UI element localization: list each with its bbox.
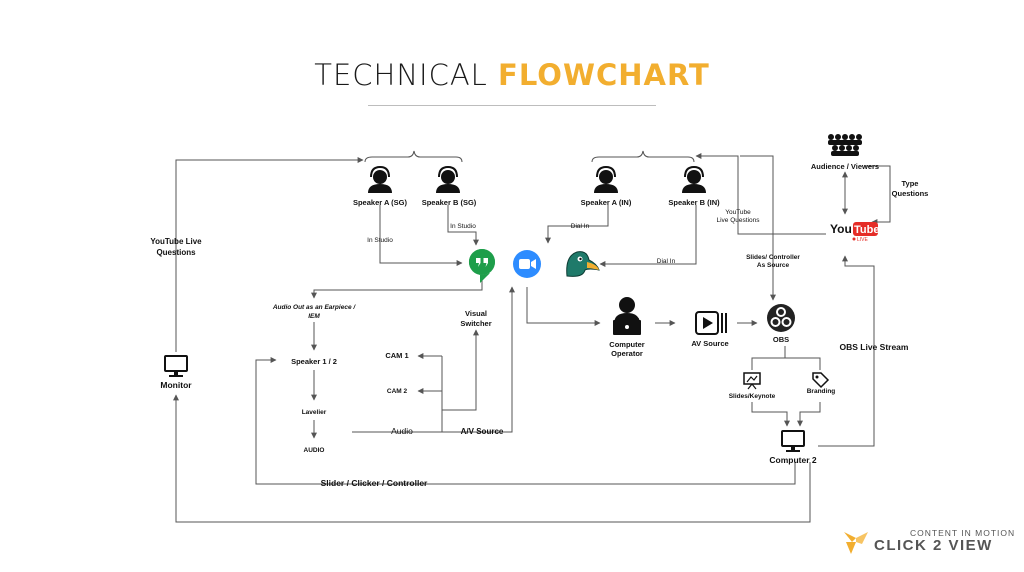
dial-in-b-label: Dial In <box>657 258 676 265</box>
line-type-questions <box>864 165 891 225</box>
line-speaker-a-sg-in-studio <box>379 205 463 266</box>
brace-remote-speakers <box>591 150 695 163</box>
computer-operator-label-1: Computer <box>609 340 644 349</box>
youtube-live-questions-left-2: Questions <box>156 248 196 257</box>
cam1-label: CAM 1 <box>385 351 408 360</box>
speaker-12-label: Speaker 1 / 2 <box>291 357 337 366</box>
line-computer2-to-monitor <box>173 394 811 523</box>
cam2-label: CAM 2 <box>387 388 408 395</box>
obs-label: OBS <box>773 335 789 344</box>
line-zoom-to-operator <box>526 287 601 326</box>
line-slides-controller-source <box>740 155 776 301</box>
line-youtube-questions <box>695 153 826 235</box>
speaker-a-sg-label: Speaker A (SG) <box>353 198 408 207</box>
line-obs-to-branding <box>785 357 821 370</box>
brace-studio-speakers <box>364 150 463 163</box>
youtube-live-questions-left-1: YouTube Live <box>150 237 202 246</box>
title-part-1: TECHNICAL <box>314 58 499 92</box>
audio-out-label-1: Audio Out as an Earpiece / <box>272 304 357 311</box>
monitor-label: Monitor <box>160 380 192 390</box>
visual-switcher-label-2: Switcher <box>460 319 491 328</box>
computer-2-label: Computer 2 <box>769 455 817 465</box>
type-questions-label-1: Type <box>902 179 919 188</box>
line-branding-to-computer2 <box>797 402 821 427</box>
page-title: TECHNICAL FLOWCHART <box>0 58 1024 92</box>
monitor-icon <box>164 355 188 377</box>
line-speaker-b-sg-in-studio <box>447 205 479 246</box>
dial-in-a-label: Dial In <box>571 223 590 230</box>
connectors <box>173 150 891 523</box>
youtube-tube-text: Tube <box>854 224 879 236</box>
computer-operator-label-2: Operator <box>611 349 643 358</box>
audio-node-label: AUDIO <box>304 447 325 454</box>
computer-operator-icon <box>613 297 641 335</box>
type-questions-label-2: Questions <box>892 189 929 198</box>
slides-controller-label-2: As Source <box>757 262 790 269</box>
in-studio-b-label: In Studio <box>450 223 476 230</box>
brand-name: CLICK 2 VIEW <box>874 537 993 554</box>
youtube-live-text: LIVE <box>857 237 869 243</box>
dial-in-bird-icon <box>566 251 600 277</box>
speaker-a-sg-headset-icon <box>368 165 392 193</box>
branding-label: Branding <box>807 388 836 395</box>
hangouts-icon <box>468 249 495 283</box>
brand-tagline: CONTENT IN MOTION <box>910 528 1016 538</box>
line-hangouts-to-audio-out <box>311 280 483 299</box>
line-audio-av-source <box>352 286 515 433</box>
line-obs-branch <box>751 346 786 370</box>
youtube-live-icon: You Tube LIVE <box>830 222 879 243</box>
speaker-a-in-label: Speaker A (IN) <box>581 198 632 207</box>
audience-label: Audience / Viewers <box>811 162 879 171</box>
line-slides-to-computer2 <box>751 402 790 427</box>
speaker-b-sg-label: Speaker B (SG) <box>422 198 477 207</box>
av-source-icon <box>695 311 727 335</box>
click2view-logo-icon <box>844 532 868 554</box>
youtube-questions-label-2: Live Questions <box>717 217 761 224</box>
speaker-b-in-headset-icon <box>682 165 706 193</box>
line-speaker-a-in-dial <box>545 205 609 244</box>
visual-switcher-label-1: Visual <box>465 309 487 318</box>
lavelier-label: Lavelier <box>302 409 327 416</box>
slides-controller-label-1: Slides/ Controller <box>746 254 800 261</box>
audio-line-label: Audio <box>391 426 413 436</box>
youtube-questions-label-1: YouTube <box>725 209 751 216</box>
line-slider-clicker <box>255 357 796 485</box>
labels: Speaker A (SG) Speaker B (SG) Speaker A … <box>150 162 928 488</box>
av-source-label: AV Source <box>691 339 728 348</box>
obs-icon <box>767 304 795 332</box>
title-divider <box>368 105 656 106</box>
slider-clicker-label: Slider / Clicker / Controller <box>321 478 428 488</box>
brand-logo: CONTENT IN MOTION CLICK 2 VIEW <box>842 528 1016 558</box>
speaker-b-in-label: Speaker B (IN) <box>668 198 720 207</box>
slides-keynote-icon <box>743 372 761 390</box>
line-speaker-b-in-dial <box>599 205 697 267</box>
slides-keynote-label: Slides/Keynote <box>729 393 776 400</box>
zoom-icon <box>513 250 541 278</box>
in-studio-a-label: In Studio <box>367 237 393 244</box>
computer-2-icon <box>781 430 805 452</box>
av-source-line-label: A/V Source <box>461 427 504 436</box>
branding-tag-icon <box>812 372 830 389</box>
audience-icon <box>828 134 862 156</box>
speaker-b-sg-headset-icon <box>436 165 460 193</box>
line-obs-live-stream <box>818 255 875 447</box>
line-to-switcher <box>442 329 479 411</box>
youtube-you-text: You <box>830 222 852 236</box>
speaker-a-in-headset-icon <box>594 165 618 193</box>
title-part-2: FLOWCHART <box>498 58 710 92</box>
audio-out-label-2: IEM <box>308 313 320 320</box>
obs-live-stream-label: OBS Live Stream <box>840 342 909 352</box>
line-monitor-to-studio-speakers <box>175 157 364 352</box>
